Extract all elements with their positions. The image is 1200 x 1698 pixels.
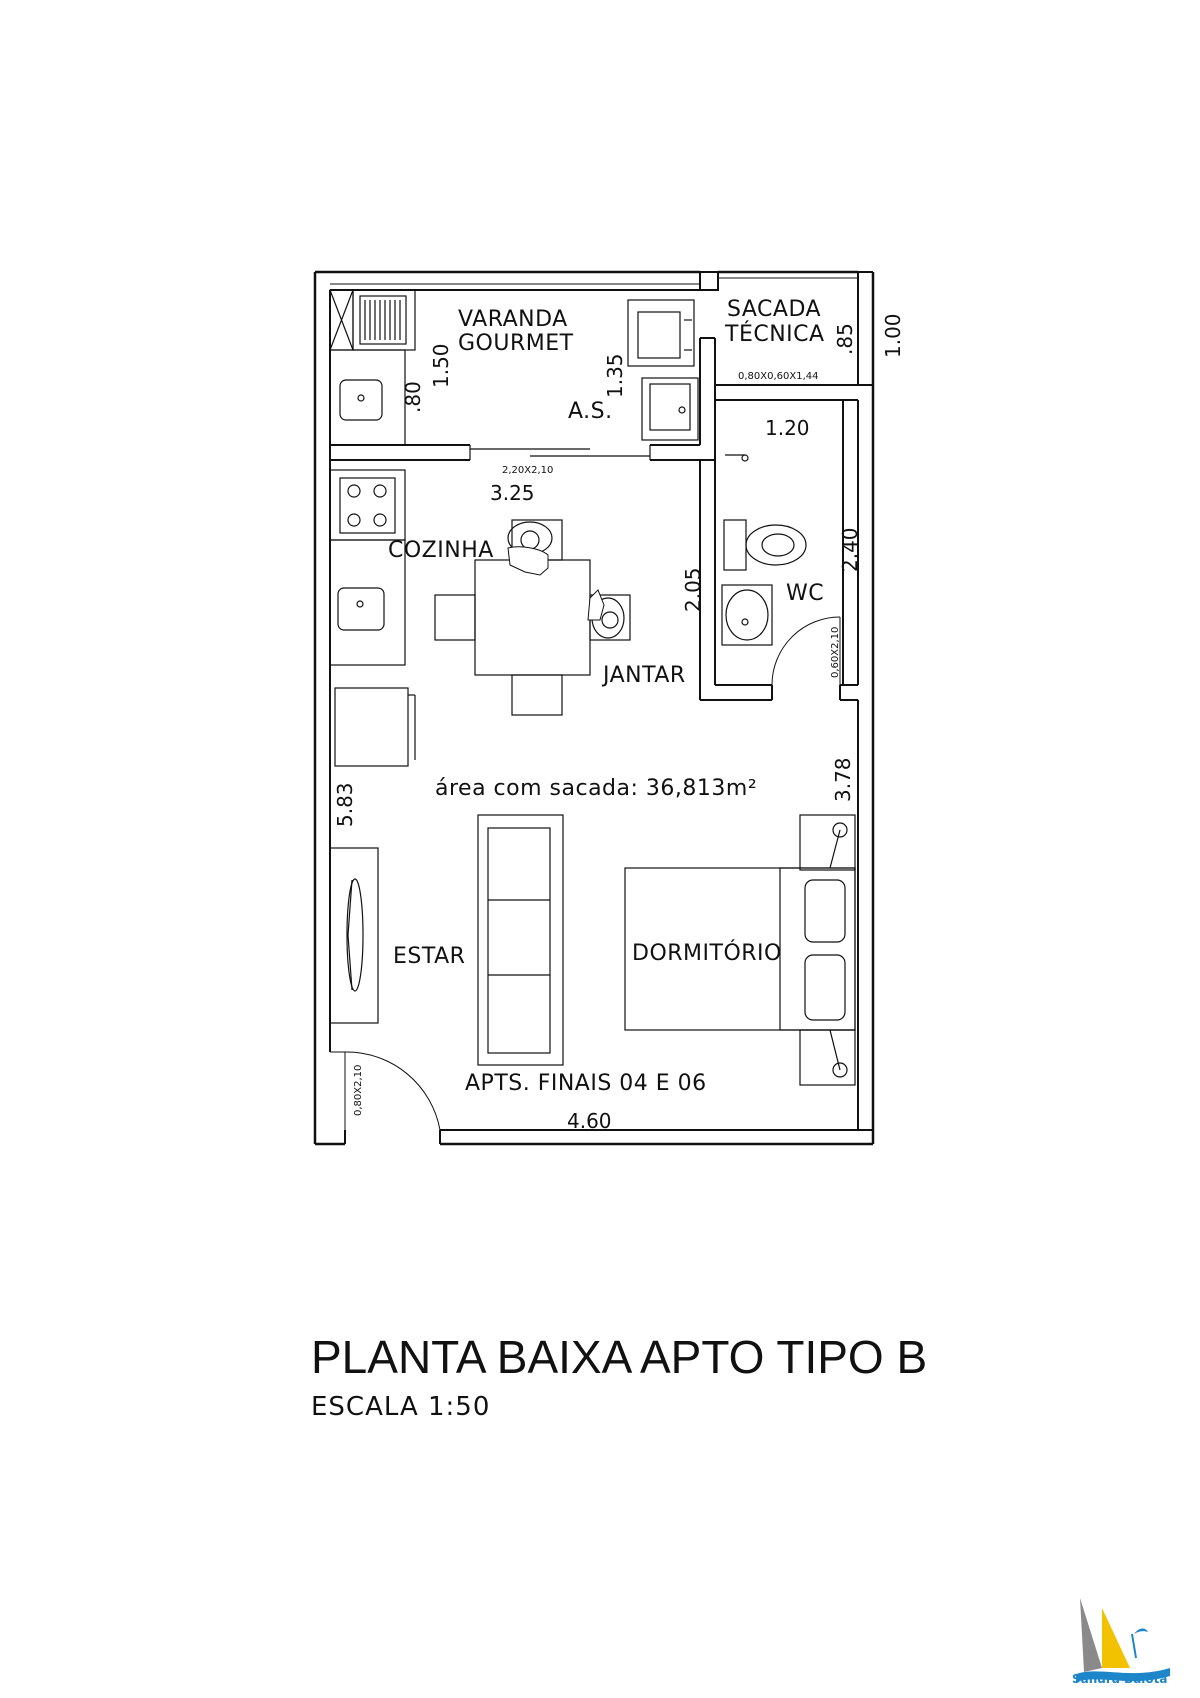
dim-0-85: .85 [833, 323, 857, 355]
dim-1-35: 1.35 [603, 353, 627, 398]
label-cozinha: COZINHA [388, 538, 494, 563]
spec-door-entry: 0,80X2,10 [353, 1065, 364, 1116]
plan-scale: ESCALA 1:50 [311, 1392, 491, 1422]
dim-4-60: 4.60 [567, 1109, 612, 1133]
wc-fixtures [721, 454, 807, 646]
dim-1-50: 1.50 [429, 343, 453, 388]
dim-1-20: 1.20 [765, 416, 810, 440]
label-sacada-1: SACADA [727, 297, 821, 322]
brand-name: Sandra Balota [1072, 1672, 1168, 1686]
spec-door-sliding: 2,20X2,10 [502, 465, 553, 476]
dim-1-00: 1.00 [881, 313, 905, 358]
dim-0-80: .80 [401, 381, 425, 413]
label-area-servico: A.S. [568, 399, 613, 424]
label-varanda-2: GOURMET [458, 331, 574, 356]
spec-window-tecnica: 0,80X0,60X1,44 [738, 371, 819, 382]
label-jantar: JANTAR [601, 663, 686, 688]
dim-2-05: 2.05 [681, 567, 705, 612]
spec-door-wc: 0,60X2,10 [830, 627, 841, 678]
dim-5-83: 5.83 [333, 782, 357, 827]
entry-door [330, 1051, 441, 1131]
outer-walls [313, 270, 875, 1146]
label-wc: WC [786, 581, 824, 606]
living-bedroom-furniture [329, 814, 856, 1086]
dim-3-78: 3.78 [831, 757, 855, 802]
brand-logo [1076, 1598, 1170, 1682]
people-figures [507, 546, 605, 621]
sliding-door [469, 445, 651, 460]
label-sacada-2: TÉCNICA [724, 321, 825, 347]
dim-2-40: 2.40 [838, 527, 862, 572]
plan-title: PLANTA BAIXA APTO TIPO B [311, 1331, 928, 1383]
area-annotation: área com sacada: 36,813m² [435, 776, 757, 801]
label-dormitorio: DORMITÓRIO [632, 940, 782, 966]
dim-3-25: 3.25 [490, 481, 535, 505]
label-estar: ESTAR [393, 944, 465, 969]
kitchen-fixtures [329, 469, 416, 767]
varanda-fixtures [329, 289, 699, 446]
wc-walls [699, 399, 859, 701]
apts-annotation: APTS. FINAIS 04 E 06 [465, 1071, 707, 1096]
label-varanda-1: VARANDA [458, 307, 568, 332]
